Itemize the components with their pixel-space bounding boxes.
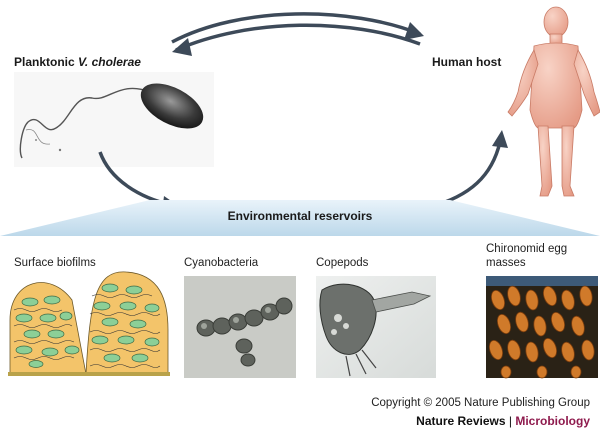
planktonic-prefix: Planktonic — [14, 55, 79, 69]
cyanobacteria-photo — [184, 276, 296, 378]
arrow-to-bacterium — [175, 23, 421, 52]
human-host-label: Human host — [432, 55, 502, 69]
journal-credit: Nature Reviews | Microbiology — [416, 414, 590, 428]
planktonic-label: Planktonic V. cholerae — [14, 55, 141, 69]
caption-chironomid-egg-masses: Chironomid egg masses — [486, 243, 568, 269]
caption-copepods: Copepods — [316, 257, 369, 269]
journal-name: Nature Reviews — [416, 414, 506, 428]
chironomid-photo — [486, 276, 598, 379]
vibrio-cholerae-micrograph — [14, 72, 214, 167]
copepod-photo — [316, 276, 436, 378]
biofilm-illustration — [8, 271, 170, 376]
cycle-arrows — [171, 12, 424, 56]
reservoirs-label: Environmental reservoirs — [227, 209, 373, 223]
arrow-from-reservoirs — [429, 141, 502, 209]
credit-separator: | — [505, 414, 516, 428]
copyright-notice: Copyright © 2005 Nature Publishing Group — [371, 397, 590, 409]
species-name: V. cholerae — [78, 55, 141, 69]
reservoirs-band — [0, 200, 600, 236]
human-host-figure — [507, 6, 600, 197]
arrow-to-human — [171, 12, 421, 44]
caption-cyanobacteria: Cyanobacteria — [184, 257, 259, 269]
caption-surface-biofilms: Surface biofilms — [14, 257, 96, 269]
journal-subject: Microbiology — [515, 414, 590, 428]
